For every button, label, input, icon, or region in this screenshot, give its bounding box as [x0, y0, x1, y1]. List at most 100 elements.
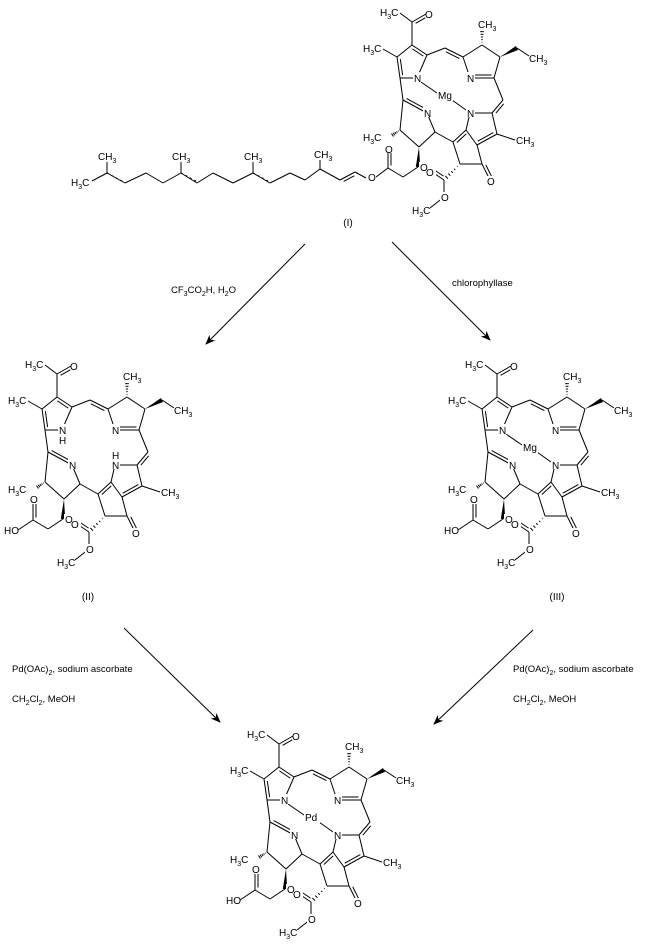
ester-carbonyl-oxygen-label: O [385, 145, 393, 156]
coordination-bond [536, 451, 552, 463]
arrow-ii-to-iv [123, 627, 221, 723]
double-bond [56, 365, 72, 375]
nitrogen-label: N [499, 426, 506, 437]
coordination-bond [318, 821, 334, 833]
hash-segment [258, 855, 261, 859]
bond [63, 483, 81, 500]
double-bond [339, 171, 356, 181]
double-bond [343, 175, 355, 182]
hash-segment [39, 483, 42, 487]
methyl-label: CH3 [478, 20, 496, 33]
bond [382, 48, 398, 58]
bond [465, 129, 478, 146]
ethyl-wedge-bond [585, 398, 604, 409]
labels: (I)(II)(III)CF3CO2H, H2OchlorophyllasePd… [12, 218, 634, 707]
bond [332, 851, 345, 868]
bond [124, 172, 147, 184]
ester-oxygen-label: O [368, 173, 376, 184]
hash-segment [317, 892, 321, 896]
double-bond [140, 455, 150, 466]
nitrogen-label: N [509, 461, 516, 472]
nitrogen-label: N [552, 426, 559, 437]
bond [269, 172, 291, 184]
double-bond [444, 47, 464, 58]
bond [263, 766, 280, 780]
ester-hash-bond [530, 518, 543, 531]
hash-segment [37, 484, 41, 488]
hash-segment [456, 166, 458, 168]
double-bond [445, 51, 460, 60]
nh-hydrogen-label: H [112, 451, 119, 462]
hash-segment [41, 483, 43, 485]
methyl-label: CH3 [161, 488, 179, 501]
hash-segment [453, 168, 456, 171]
bond [180, 172, 198, 184]
ester-oxygen-label: O [293, 890, 301, 901]
double-bond [396, 56, 401, 79]
hash-segment [477, 484, 481, 488]
nitrogen-label: N [334, 831, 341, 842]
methyl-label: H3C [412, 206, 430, 219]
double-bond [41, 408, 46, 431]
nitrogen-label: N [281, 796, 288, 807]
compound-label-ii: (II) [82, 592, 94, 603]
methyl-label: CH3 [345, 742, 363, 755]
phytyl-methyl-label: CH3 [244, 152, 262, 165]
methyl-label: H3C [8, 485, 26, 498]
double-bond [323, 855, 334, 865]
bond [358, 834, 365, 857]
double-bond [456, 133, 467, 143]
bond [266, 821, 271, 853]
bond [457, 519, 474, 531]
double-bond [90, 403, 105, 412]
bond [145, 172, 164, 184]
bond [493, 56, 501, 79]
ketone-oxygen-label: O [572, 529, 580, 540]
bond [71, 399, 91, 408]
phytyl-methyl-label: CH3 [98, 152, 116, 165]
methyl-hash-bond [347, 753, 351, 765]
double-bond [344, 854, 361, 864]
double-bond [481, 408, 486, 431]
double-bond [576, 451, 589, 466]
ester-oxygen-label: O [441, 193, 449, 204]
bond [17, 519, 34, 531]
bond [47, 518, 64, 530]
double-bond [44, 410, 49, 428]
double-bond [491, 99, 504, 114]
bond [269, 888, 286, 900]
double-bond [89, 399, 109, 410]
double-bond [411, 13, 427, 23]
reagents-ii-to-iv-line1: Pd(OAc)2, sodium ascorbate [12, 664, 133, 677]
hash-segment [92, 525, 96, 529]
double-bond [57, 400, 69, 409]
ethyl-wedge-bond [367, 768, 386, 779]
hash-segment [530, 527, 534, 531]
methyl-label: CH3 [563, 372, 581, 385]
metal-label: Mg [523, 443, 537, 454]
hash-segment [261, 853, 264, 857]
bond [136, 464, 143, 487]
ester-oxygen-label: O [420, 163, 428, 174]
methyl-label: H3C [497, 558, 515, 571]
methyl-hash-bond [36, 482, 45, 489]
coordination-bond [287, 803, 305, 816]
bond [212, 172, 234, 184]
methyl-hash-bond [391, 130, 400, 137]
bond [289, 172, 306, 181]
ketone-oxygen-label: O [487, 177, 495, 188]
ethyl-bond [161, 399, 175, 409]
compound-label-iii: (III) [550, 592, 565, 603]
double-bond [399, 58, 404, 76]
double-bond [561, 485, 583, 498]
double-bond [80, 522, 89, 529]
double-bond [497, 400, 509, 409]
phytyl-methyl-label: CH3 [314, 150, 332, 163]
bond [252, 172, 271, 184]
bond [266, 734, 280, 745]
terminal-methyl-label: H3C [71, 178, 89, 191]
bond [196, 172, 214, 184]
acid-carbonyl-oxygen-label: O [252, 865, 260, 876]
hash-segment [90, 527, 94, 531]
